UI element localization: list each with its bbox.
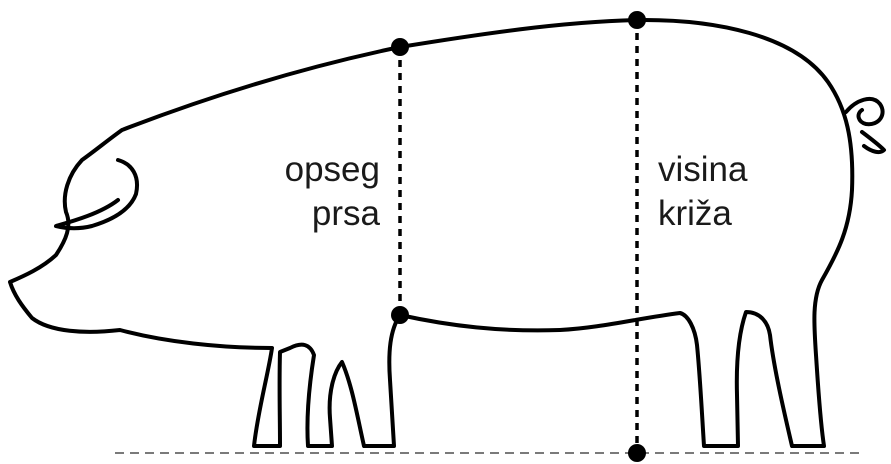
rump-height-top-point (628, 11, 646, 29)
rump-height-label: visina križa (658, 148, 778, 236)
rump-height-label-line1: visina (658, 150, 748, 189)
pig-ear (54, 158, 139, 231)
chest-girth-label: opseg prsa (268, 148, 380, 236)
chest-girth-top-point (391, 38, 409, 56)
pig-outline (8, 17, 855, 448)
chest-girth-label-line2: prsa (311, 194, 380, 233)
chest-girth-label-line1: opseg (284, 150, 380, 189)
rump-height-bottom-point (628, 444, 646, 462)
chest-girth-bottom-point (391, 306, 409, 324)
pig-tail (844, 96, 886, 155)
rump-height-label-line2: križa (658, 194, 732, 233)
